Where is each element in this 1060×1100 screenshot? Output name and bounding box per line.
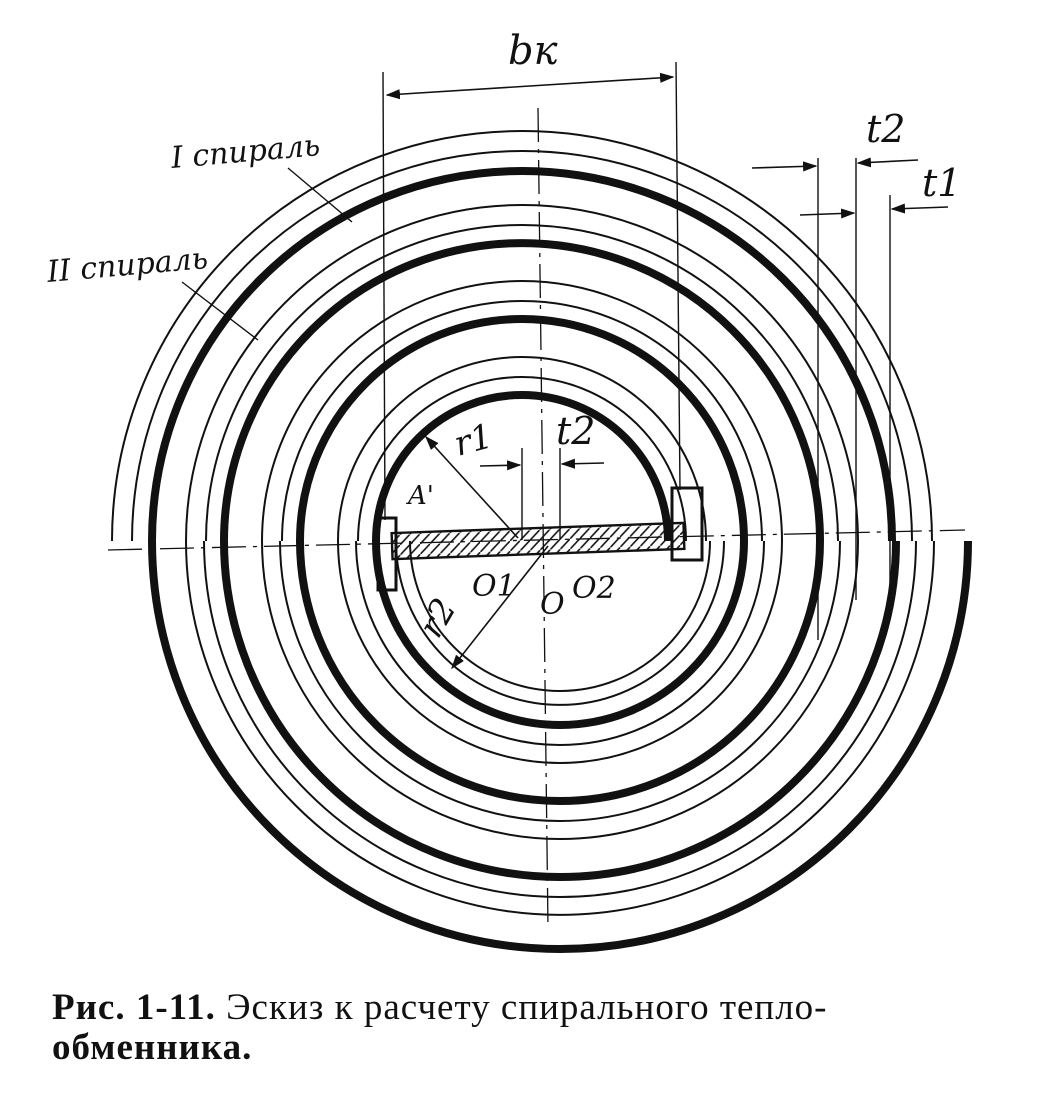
spiral-thin-lower-6 [261, 540, 859, 840]
spiral-thin-upper-7 [131, 150, 913, 542]
dim-t2-top-right [856, 157, 919, 168]
label-r2: r2 [411, 592, 465, 645]
spiral-wall-upper-3 [220, 239, 824, 542]
label-t2-center: t2 [556, 409, 595, 453]
dim-bk [385, 72, 675, 100]
dim-t1-left [799, 208, 856, 219]
caption-number: Рис. 1-11. [52, 987, 216, 1028]
caption-text-line1: Эскиз к расчету спирального тепло- [226, 987, 828, 1028]
dim-r1 [425, 435, 519, 539]
label-o: O [540, 587, 565, 622]
dimension-lines [385, 72, 949, 670]
spiral-walls [111, 130, 972, 953]
label-t2-top: t2 [866, 107, 905, 151]
extension-lines [382, 61, 891, 640]
spiral-wall-upper-1 [372, 391, 672, 542]
label-o1: O1 [472, 569, 516, 604]
dim-t2-center-right [560, 458, 605, 469]
spiral-thin-upper-5 [205, 224, 839, 542]
spiral-thin-upper-1 [357, 376, 687, 542]
label-leaders [181, 167, 353, 341]
label-spiral-2: II спираль [45, 241, 210, 290]
spiral-thin-lower-8 [185, 540, 935, 916]
spiral-wall-upper-4 [148, 167, 896, 542]
spiral-thin-upper-2 [337, 356, 707, 542]
spiral-thin-lower-3 [355, 540, 765, 746]
label-bk: bк [508, 28, 558, 74]
label-r1: r1 [450, 416, 497, 464]
spiral-thin-upper-4 [261, 280, 783, 542]
dim-t2-center-left [479, 460, 522, 471]
spiral-wall-lower-1 [372, 540, 748, 729]
label-t1: t1 [922, 161, 961, 205]
spiral-thin-upper-8 [111, 130, 933, 542]
spiral-thin-lower-4 [337, 540, 783, 764]
spiral-thin-lower-1 [409, 540, 711, 692]
spiral-thin-lower-2 [395, 540, 725, 706]
spiral-thin-lower-5 [279, 540, 841, 822]
dim-t1-right [890, 203, 949, 214]
label-spiral-1: I спираль [169, 128, 322, 176]
spiral-wall-lower-3 [220, 540, 900, 881]
spiral-thin-lower-7 [203, 540, 917, 898]
spiral-heat-exchanger-diagram: I спираль II спираль bк t2 t1 r1 t2 A' O… [45, 28, 972, 953]
central-partition [376, 486, 704, 592]
spiral-wall-lower-2 [296, 540, 824, 805]
figure-caption: Рис. 1-11. Эскиз к расчету спирального т… [52, 988, 1012, 1068]
left-seal-block [376, 516, 398, 592]
right-seal-block [670, 486, 704, 562]
spiral-thin-upper-3 [281, 300, 763, 542]
label-o2: O2 [572, 571, 616, 606]
caption-text-line2: обменника. [52, 1027, 253, 1068]
dim-t2-top-left [751, 161, 818, 172]
spiral-wall-upper-2 [296, 315, 748, 542]
label-a-prime: A' [406, 481, 434, 511]
partition-plate [390, 521, 686, 561]
vertical-center-line [537, 107, 549, 929]
dim-r2 [451, 545, 549, 670]
spiral-wall-lower-4 [148, 540, 972, 953]
